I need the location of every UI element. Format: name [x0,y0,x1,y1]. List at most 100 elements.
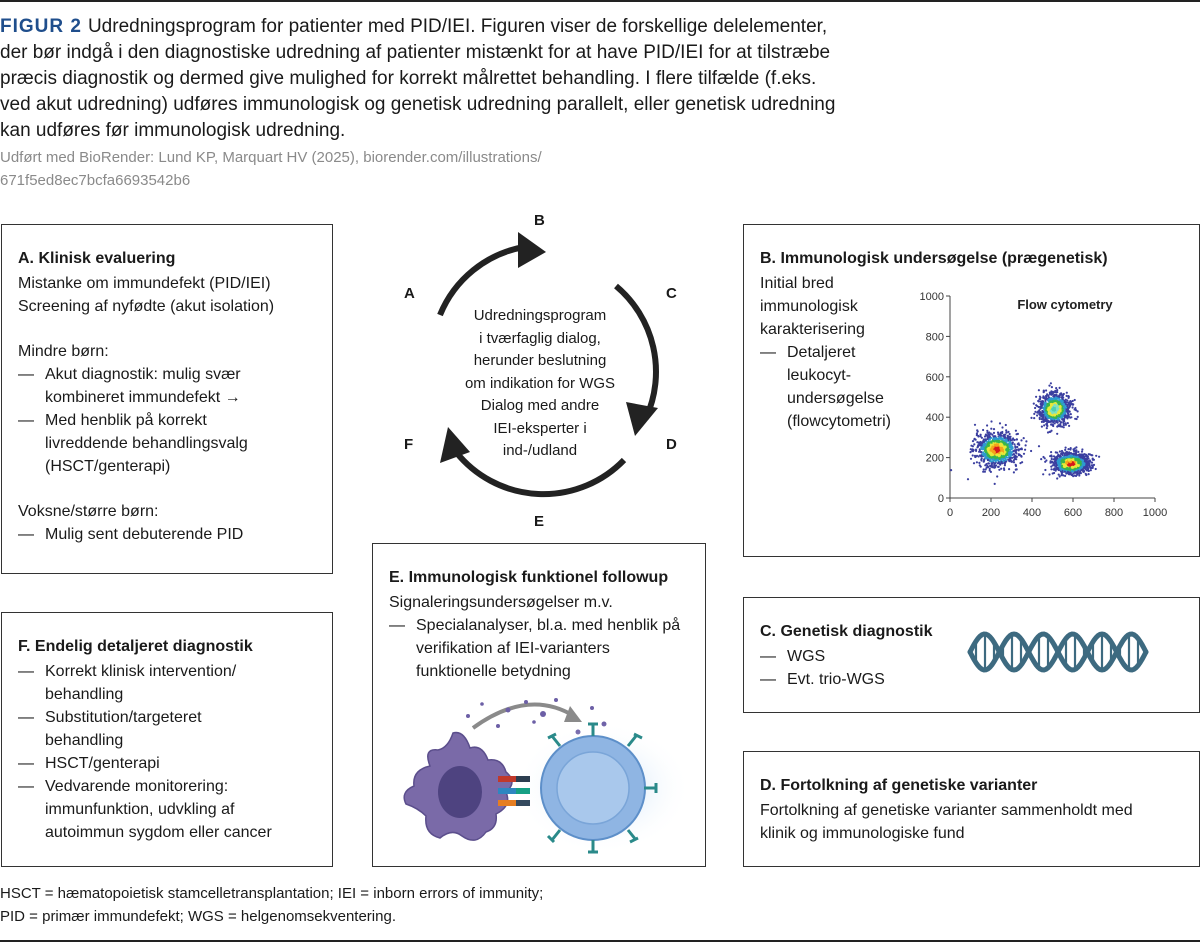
scatter-point [1064,474,1067,477]
scatter-point [984,457,987,460]
scatter-point [1022,437,1025,440]
scatter-point [1040,425,1043,428]
cycle-arrow-bottom [453,450,627,498]
list-item: Specialanalyser, bl.a. med henblik på ve… [389,614,695,683]
box-a-line2: Screening af nyfødte (akut isolation) [18,298,275,315]
box-f-title: F. Endelig detaljeret diagnostik [18,638,253,655]
scatter-point [1060,471,1063,474]
center-line: i tværfaglig dialog, [479,329,601,347]
scatter-point [1056,421,1059,424]
scatter-point [1000,448,1004,452]
scatter-point [1070,455,1073,458]
scatter-point [1069,413,1072,416]
scatter-point [1038,398,1041,401]
cycle-letter-d: D [666,436,677,453]
scatter-point [1058,405,1062,409]
scatter-point [1055,464,1058,467]
scatter-point [997,453,1001,457]
scatter-point [1075,446,1078,449]
x-tick-label: 0 [947,507,953,519]
scatter-point [1067,401,1070,404]
scatter-point [988,436,991,439]
scatter-point [1056,455,1059,458]
scatter-point [1078,474,1081,477]
scatter-point [1087,467,1090,470]
scatter-point [1053,413,1057,417]
scatter-point [1058,475,1061,478]
scatter-point [970,444,973,447]
scatter-point [1071,462,1075,466]
scatter-point [994,443,998,447]
scatter-point [980,444,983,447]
cycle-arrow-right [614,283,659,420]
scatter-point [1085,455,1088,458]
scatter-point [1055,387,1058,390]
scatter-point [969,448,972,451]
scatter-point [998,422,1002,425]
cycle-arrow-top [437,244,525,317]
scatter-point [1052,400,1055,403]
list-item: WGS [760,645,1189,668]
box-b-list: Detaljeret leukocyt-undersøgelse (flowcy… [760,341,910,433]
scatter-point [1075,469,1078,472]
scatter-point [984,444,987,447]
scatter-point [1011,441,1014,444]
scatter-point [1021,461,1024,464]
scatter-point [1044,468,1047,472]
scatter-point [1030,449,1033,453]
scatter-point [1054,399,1057,402]
scatter-point [1060,449,1064,453]
scatter-point [1082,466,1086,469]
box-a-sub2: Voksne/større børn: [18,503,159,520]
scatter-point [1059,454,1062,457]
scatter-point [1054,451,1057,454]
box-b-line1: Initial bred immunologisk karakteriserin… [760,275,865,338]
scatter-point [1072,472,1075,475]
scatter-point [1079,456,1083,459]
scatter-point [1083,457,1086,460]
scatter-point [971,440,975,443]
scatter-point [1077,461,1081,465]
scatter-point [992,450,996,454]
scatter-point [1038,417,1041,421]
receptor-pairs-icon [498,776,530,806]
y-tick-label: 800 [926,331,944,343]
scatter-point [1013,443,1016,446]
scatter-point [1055,419,1058,423]
scatter-point [1081,448,1084,451]
scatter-point [1044,409,1048,412]
scatter-point [971,450,975,453]
scatter-point [1040,458,1043,461]
scatter-point [980,457,983,460]
scatter-point [1010,439,1013,442]
cycle-arrowhead-top-icon [518,232,546,268]
scatter-point [1038,395,1041,398]
scatter-point [1095,454,1098,457]
scatter-point [1071,403,1074,406]
scatter-point [1077,467,1080,470]
cycle-center-text: Udredningsprogram i tværfaglig dialog, h… [440,305,640,463]
scatter-point [969,451,972,454]
scatter-point [1066,399,1069,402]
scatter-point [985,466,988,469]
scatter-point [1066,403,1069,407]
scatter-point [998,436,1001,439]
cycle-letter-b: B [534,212,545,229]
scatter-point [1000,460,1003,463]
y-tick-label: 600 [926,372,944,384]
flow-chart-title: Flow cytometry [1017,297,1113,312]
scatter-point [983,449,986,452]
scatter-point [992,428,996,431]
scatter-point [1042,420,1045,423]
scatter-point [1061,403,1064,406]
scatter-point [1043,397,1046,400]
scatter-point [1056,460,1059,463]
box-a-clinical-evaluation: A. Klinisk evaluering Mistanke om immund… [1,224,333,574]
scatter-point [983,470,986,473]
scatter-point [1062,420,1065,424]
scatter-point [1041,418,1044,421]
scatter-point [1062,412,1065,415]
scatter-point [986,431,989,434]
scatter-point [1067,406,1070,409]
